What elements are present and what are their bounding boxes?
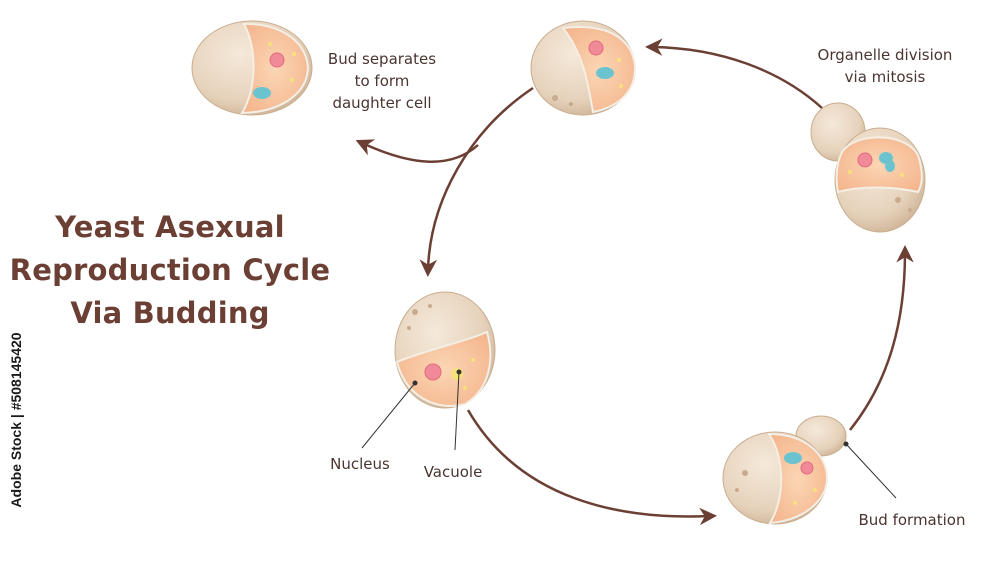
callout-lines: [361, 369, 897, 499]
label-nucleus: Nucleus: [330, 455, 390, 473]
vacuole-icon: [451, 368, 463, 380]
title-line-2: Reproduction Cycle: [9, 253, 331, 287]
nucleus-callout-line: [361, 382, 416, 449]
vacuole-icon: [784, 452, 802, 464]
label-bud-formation: Bud formation: [858, 511, 966, 529]
vacuole-icon: [596, 67, 614, 79]
cycle-arrows: [355, 38, 914, 526]
label-vacuole: Vacuole: [423, 463, 483, 481]
title-line-3: Via Budding: [70, 296, 270, 330]
title-line-1: Yeast Asexual: [55, 210, 285, 244]
arrow-left-to-bottom: [466, 409, 717, 526]
nucleus-icon: [800, 461, 814, 475]
label-bud-separates: Bud separates to form daughter cell: [327, 50, 437, 112]
vacuole-icon: [253, 87, 271, 99]
arrow-top-to-left: [419, 86, 534, 277]
watermark: Adobe Stock | #508145420: [6, 320, 26, 520]
arrow-bottom-to-right: [849, 245, 914, 431]
mother-cell-top: [530, 20, 637, 116]
watermark-text: Adobe Stock | #508145420: [8, 332, 24, 508]
nucleus-icon: [269, 52, 285, 68]
nucleus-icon: [424, 363, 442, 381]
mother-cell-left: [394, 291, 496, 409]
vacuole-callout-line: [454, 371, 460, 451]
bud-formation-callout-line: [845, 443, 897, 499]
mother-cell-bottom: [722, 415, 847, 525]
arrow-right-to-top: [645, 38, 823, 109]
nucleus-icon: [857, 152, 873, 168]
arrow-separation: [355, 139, 479, 163]
mother-cell-right: [810, 102, 926, 233]
label-organelle-division: Organelle division via mitosis: [817, 46, 953, 86]
nucleus-icon: [588, 40, 604, 56]
daughter-cell: [191, 20, 313, 116]
